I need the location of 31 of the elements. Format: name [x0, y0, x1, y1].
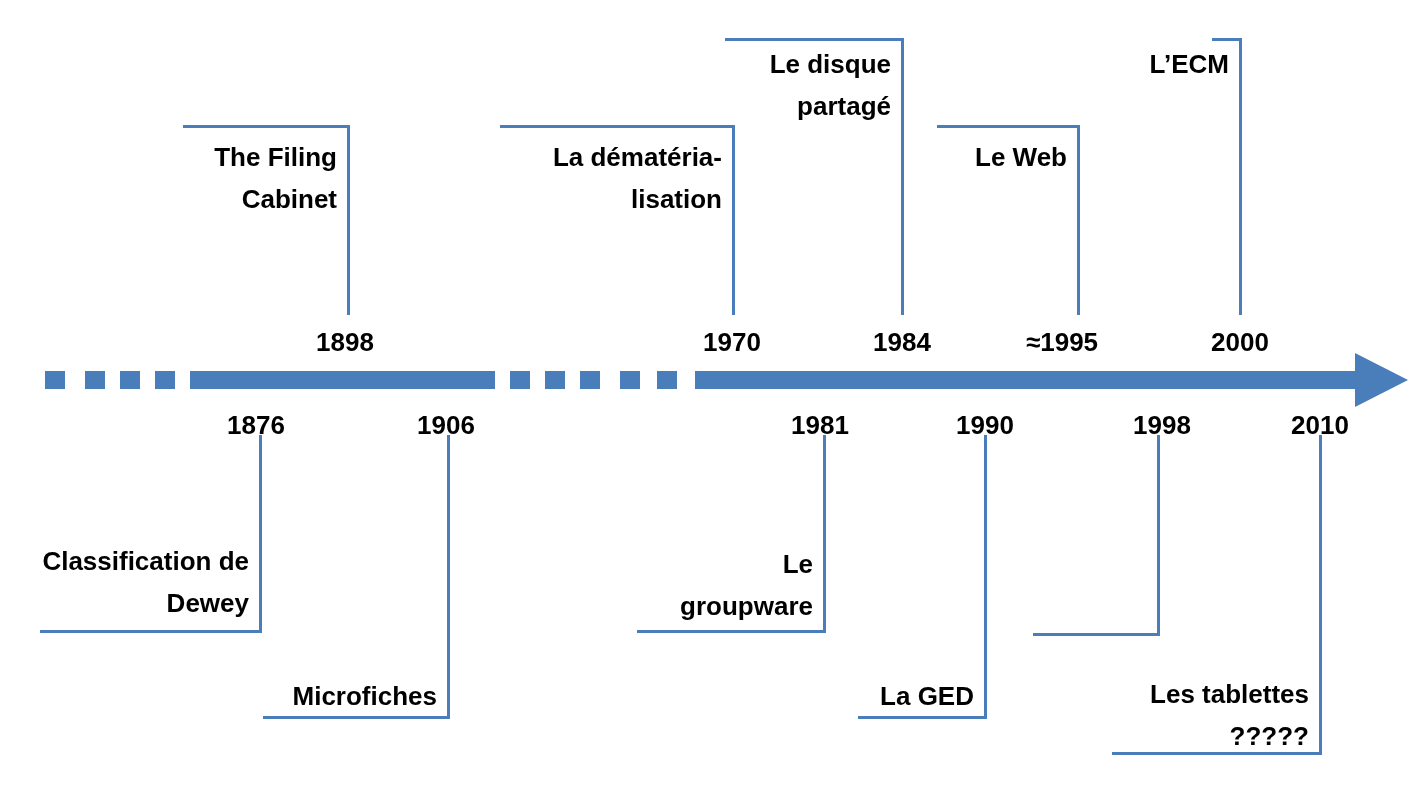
- event-label: Classification de Dewey: [41, 545, 249, 620]
- year-label: 1898: [316, 327, 374, 358]
- event-label: Microfiches: [291, 680, 437, 713]
- event-label: La dématéria-lisation: [551, 141, 722, 216]
- timeline-bracket: [725, 38, 904, 315]
- year-label: 2010: [1291, 410, 1349, 441]
- event-label: La GED: [879, 680, 974, 713]
- year-label: 1981: [791, 410, 849, 441]
- timeline-bracket: [263, 435, 450, 719]
- timeline-bracket: [937, 125, 1080, 315]
- year-label: 2000: [1211, 327, 1269, 358]
- event-label: Le groupware: [679, 548, 813, 623]
- year-label: 1998: [1133, 410, 1191, 441]
- year-label: 1970: [703, 327, 761, 358]
- year-label: 1906: [417, 410, 475, 441]
- event-label: L’ECM: [1148, 48, 1229, 81]
- event-label: Le disque partagé: [768, 48, 891, 123]
- timeline-bracket: [500, 125, 735, 315]
- timeline-bracket: [183, 125, 350, 315]
- year-label: 1876: [227, 410, 285, 441]
- timeline-bracket: [1033, 435, 1160, 636]
- event-label: Les tablettes ?????: [1149, 678, 1309, 753]
- timeline-bracket: [40, 435, 262, 633]
- year-label: 1984: [873, 327, 931, 358]
- event-label: Le Web: [974, 141, 1067, 174]
- year-label: ≈1995: [1025, 327, 1099, 358]
- timeline-bracket: [858, 435, 987, 719]
- year-label: 1990: [956, 410, 1014, 441]
- timeline-bracket: [637, 435, 826, 633]
- event-label: The Filing Cabinet: [213, 141, 337, 216]
- timeline-bracket: [1112, 435, 1322, 755]
